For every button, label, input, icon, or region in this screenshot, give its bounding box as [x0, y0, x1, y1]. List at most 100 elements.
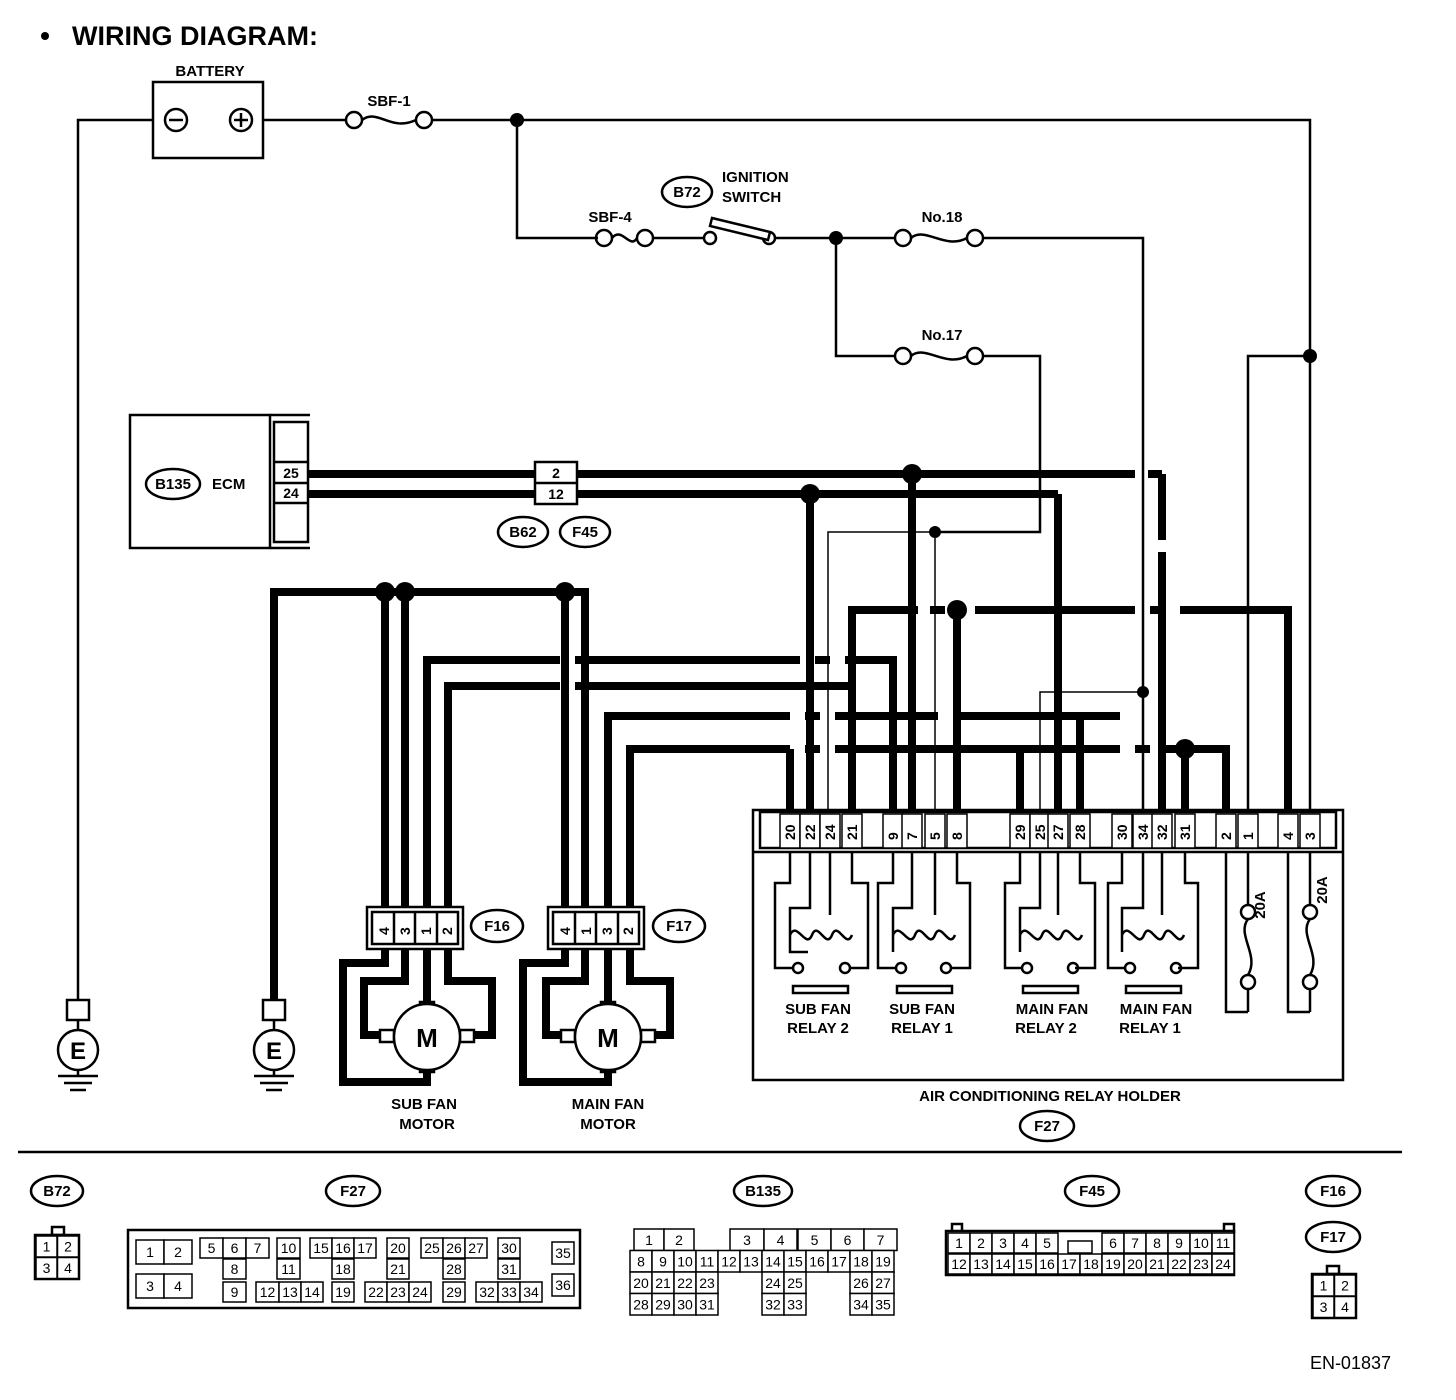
relay-holder-pin: 21 [844, 824, 860, 840]
relay-holder-pin: 5 [927, 832, 943, 840]
f27-face-pin: 9 [231, 1284, 239, 1300]
f27-face-pin-box [163, 1273, 193, 1299]
b135-face-pin: 2 [675, 1232, 683, 1248]
b135-face-pin: 29 [655, 1296, 671, 1312]
b135-face-pin: 31 [699, 1296, 715, 1312]
f27-face-pin-box [442, 1258, 466, 1280]
ground-left-symbol: E [70, 1038, 86, 1065]
relay-holder-pin: 32 [1154, 824, 1170, 840]
relay-holder-pin: 22 [802, 824, 818, 840]
fuse-no18 [893, 228, 985, 248]
f27-face-pin: 7 [254, 1240, 262, 1256]
f45-face-pin: 7 [1131, 1235, 1139, 1251]
main-fan-motor: M [559, 1000, 657, 1074]
relay-holder-pin: 20 [782, 824, 798, 840]
ignition-switch [702, 216, 777, 246]
junction-pin-2: 2 [552, 465, 560, 481]
fuse-20a-right-label: 20A [1314, 876, 1331, 904]
b135-badge [144, 467, 202, 501]
b135-face-pin: 20 [633, 1275, 649, 1291]
f27-face-pin-box [386, 1258, 410, 1280]
f27-face-pin: 14 [304, 1284, 320, 1300]
relay-holder-pin: 24 [822, 824, 838, 840]
f45-face-pin: 15 [1017, 1256, 1033, 1272]
sbf4-fuse [594, 228, 655, 248]
f27-face-pin: 4 [174, 1278, 182, 1294]
f17-pin-2: 2 [620, 927, 636, 935]
relay-holder-pin: 29 [1012, 824, 1028, 840]
f27-face-pin: 11 [281, 1261, 296, 1277]
main-fan-relay-1-label-2: RELAY 1 [1119, 1020, 1181, 1037]
f45-face-pin: 8 [1153, 1235, 1161, 1251]
f27-face-pin: 6 [231, 1240, 239, 1256]
b135-face-pin: 5 [811, 1232, 819, 1248]
f27-face-pin: 8 [231, 1261, 239, 1277]
b72-face-pin: 3 [43, 1260, 51, 1276]
b72-face-pin: 1 [43, 1239, 51, 1255]
sub-fan-motor-symbol: M [416, 1023, 438, 1053]
b135-face-pin-box [871, 1292, 895, 1316]
f27-face-pin-box [276, 1237, 301, 1259]
b135-face-pin: 35 [875, 1296, 891, 1312]
f27-face-pin: 3 [146, 1278, 154, 1294]
battery-negative-terminal [163, 107, 189, 133]
b135-face-pin: 12 [721, 1253, 737, 1269]
sub-fan-relay-2-label-1: SUB FAN [785, 1001, 851, 1018]
f17-badge-label: F17 [666, 918, 692, 935]
f16-f17-face-pin: 2 [1341, 1278, 1349, 1294]
b135-face-pin: 24 [765, 1275, 781, 1291]
diagram-title: WIRING DIAGRAM: [72, 21, 318, 51]
f27-face-pin: 35 [555, 1245, 571, 1261]
f27-face-pin: 29 [446, 1284, 462, 1300]
f27-face-pin: 15 [313, 1240, 329, 1256]
f16-pin-3: 3 [397, 927, 413, 935]
sbf1-label: SBF-1 [367, 93, 410, 110]
b135-face-pin: 25 [787, 1275, 803, 1291]
b135-face-pin-box [695, 1292, 719, 1316]
b135-face-pin: 27 [875, 1275, 891, 1291]
f45-face-pin: 13 [973, 1256, 989, 1272]
f27-face-pin: 34 [523, 1284, 539, 1300]
f27-face-badge-label: F27 [340, 1183, 366, 1200]
f45-face-pin-box [1211, 1232, 1235, 1254]
f27-face-pin: 31 [501, 1261, 517, 1277]
f27-face-pin: 13 [282, 1284, 298, 1300]
ecm-label: ECM [212, 476, 245, 493]
ground-left: E [56, 998, 100, 1092]
relay-holder-pin: 30 [1114, 824, 1130, 840]
f17-pin-3: 3 [599, 927, 615, 935]
f27-face-pin: 20 [390, 1240, 406, 1256]
f27-face-pin-box [300, 1281, 324, 1303]
f45-face-pin: 4 [1021, 1235, 1029, 1251]
f45-face-pin: 14 [995, 1256, 1011, 1272]
b72-face-pin: 2 [64, 1239, 72, 1255]
ecm-pin-24: 24 [283, 485, 299, 501]
f27-face-pin-box [245, 1237, 270, 1259]
b135-face-pin: 9 [659, 1253, 667, 1269]
sub-fan-relay-2 [773, 852, 870, 995]
f16-pin-2: 2 [439, 927, 455, 935]
b72-face-pin: 4 [64, 1260, 72, 1276]
relay-holder-pin: 4 [1280, 832, 1296, 840]
f27-face-pin: 24 [412, 1284, 428, 1300]
f27-face-pin-box [386, 1237, 410, 1259]
f16-badge [469, 908, 525, 944]
relay-holder-pin: 2 [1218, 832, 1234, 840]
f17-pin-1: 1 [578, 927, 594, 935]
relay-holder-pin: 27 [1050, 824, 1066, 840]
b135-face-badge-label: B135 [745, 1183, 781, 1200]
main-fan-relay-2 [1003, 852, 1097, 995]
f27-face-pin-box [497, 1237, 521, 1259]
no18-label: No.18 [922, 209, 963, 226]
f45-face-pin: 10 [1193, 1235, 1209, 1251]
b135-face-pin: 30 [677, 1296, 693, 1312]
battery-label: BATTERY [175, 63, 244, 80]
sbf1-fuse [344, 110, 434, 130]
relay-holder-pin: 34 [1135, 824, 1151, 840]
relay-holder-pin: 9 [885, 832, 901, 840]
f27-face-pin: 33 [501, 1284, 517, 1300]
b135-face-pin-box [783, 1292, 807, 1316]
f27-face-pin: 10 [281, 1240, 297, 1256]
f45-face-pin: 19 [1105, 1256, 1121, 1272]
b135-face-pin: 28 [633, 1296, 649, 1312]
